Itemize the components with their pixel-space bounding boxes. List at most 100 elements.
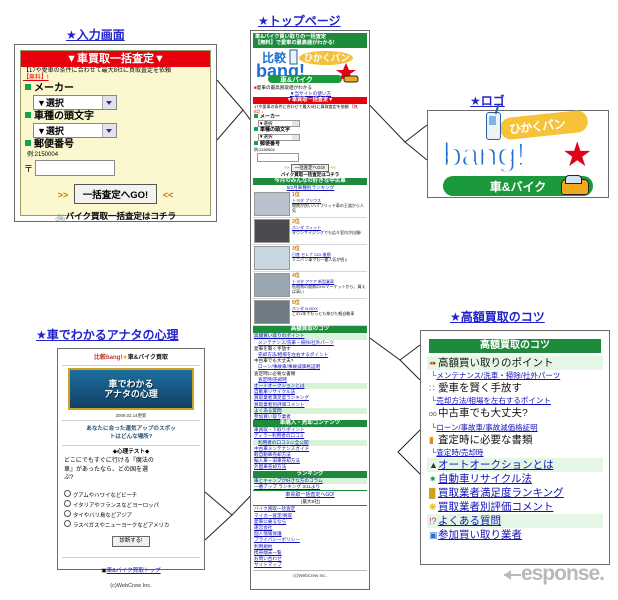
logo-image: ひかくバン 比較 bang! 車&バイク <box>256 49 359 84</box>
list-item[interactable]: お問い合わせ <box>254 555 282 561</box>
mobile-cta-button[interactable]: 車買取一括査定へGO! <box>253 491 367 500</box>
tips-subitem[interactable]: └メンテナンス/洗車・掃除/社外パーツ <box>431 371 561 380</box>
list-item[interactable]: 査定時に必要な書類 <box>254 370 296 376</box>
maker-select[interactable]: ▼選択 <box>33 95 117 110</box>
psych-option[interactable]: イタリアやフランスなどヨーロッパ <box>62 499 200 510</box>
list-item[interactable]: マイカー査定/買取 <box>254 512 293 518</box>
list-item[interactable]: 携帯端末一覧 <box>254 549 282 555</box>
psych-option[interactable]: タイやバリ島などアジア <box>62 509 200 520</box>
mobile-model-select[interactable]: ▼選択 <box>258 133 300 141</box>
tips-subitem[interactable]: └査定時/売却時 <box>431 448 484 457</box>
tips-item[interactable]: ▣参加買い取り業者 <box>429 529 522 541</box>
arrow-left-decor: << <box>162 190 174 200</box>
rank-title[interactable]: ホンダ N-BOX <box>292 306 318 312</box>
tips-item[interactable]: !?よくある質問 <box>427 514 603 528</box>
tips-item[interactable]: ∷愛車を賢く手放す <box>429 382 522 394</box>
list-item[interactable]: 査定時/売却時 <box>258 376 287 382</box>
rank-number: 5位 <box>292 300 300 307</box>
green-square-icon <box>25 140 31 146</box>
logo-bubble-text: ひかくバン <box>508 116 566 137</box>
list-item[interactable]: ローン/事故車/事故減価格証明 <box>258 364 321 370</box>
list-item[interactable]: 高額買い取りのポイント <box>253 333 367 340</box>
tips-subitem[interactable]: └ローン/事故車/事故減価格証明 <box>431 423 538 432</box>
tips-item[interactable]: ▲オートオークションとは <box>427 458 603 472</box>
psych-banner-line2: アナタの心理 <box>104 389 158 399</box>
mobile-ranking2-list: 車とキャンプが好きな方のコラム 一番アップ ランキング 3/11より <box>253 477 367 490</box>
list-item[interactable]: 4位 トヨタ アクア 新型乗車 低燃費の燃費のHVマーケットから、買えば高い <box>253 272 367 300</box>
mobile-howto-link[interactable]: ▼当サイトの使い方 <box>289 91 332 97</box>
list-item[interactable]: 買取業者満足度ランキング <box>254 395 309 401</box>
tips-item[interactable]: ▮査定時に必要な書類 <box>429 434 533 446</box>
model-select[interactable]: ▼選択 <box>33 123 117 138</box>
tips-item[interactable]: ❋買取業者別評価コメント <box>429 501 554 513</box>
list-item[interactable]: 参加買い取り業者 <box>254 414 291 420</box>
car-thumbnail <box>254 273 290 298</box>
mobile-maker-select[interactable]: ▼選択 <box>258 120 300 128</box>
list-item[interactable]: 個人情報保護 <box>254 531 282 537</box>
list-item[interactable]: サイトマップ <box>254 562 282 568</box>
bike-link[interactable]: 🚲バイク買取一括査定はコチラ <box>55 211 176 221</box>
psych-option[interactable]: ラスベガスやニューヨークなどアメリカ <box>62 519 200 530</box>
rank-title[interactable]: ホンダ フィット <box>292 225 322 231</box>
list-item[interactable]: 一番アップ ランキング 3/11より <box>254 483 321 489</box>
psych-options: グアムやハワイなどビーチ イタリアやフランスなどヨーロッパ タイやバリ島などアジ… <box>62 489 200 530</box>
list-item[interactable]: 売却方法/相場を左右するポイント <box>258 352 329 358</box>
psych-top-link[interactable]: ▣車&バイク買取トップ <box>101 567 161 574</box>
submit-button[interactable]: 一括査定へGO! <box>73 184 158 204</box>
list-item[interactable]: 1位 トヨタ プリウス 燃費が良いハイブリッド車の王道から人気 <box>253 191 367 219</box>
rank-title[interactable]: トヨタ アクア 新型乗車 <box>292 279 335 285</box>
list-item[interactable]: バイク買取一括査定 <box>254 506 296 512</box>
list-item[interactable]: 利用者の口コミに全公開 <box>253 439 367 446</box>
list-item[interactable]: 車買取・下取りポイント <box>254 427 305 433</box>
rank-title[interactable]: 日産 セレナ 2ZX 後期 <box>292 252 331 258</box>
tips-item[interactable]: ✷自動車リサイクル法 <box>429 473 532 485</box>
tips-item[interactable]: █買取業者満足度ランキング <box>429 487 564 499</box>
corner-icon: └ <box>431 423 437 432</box>
list-item[interactable]: 買取業者別評価コメント <box>254 401 305 407</box>
car-thumbnail <box>254 219 290 244</box>
list-item[interactable]: メンテナンス/洗車・掃除/社外パーツ <box>258 339 334 345</box>
zip-example: 例:2150004 <box>27 152 59 158</box>
list-item[interactable]: 中古車でも大丈夫? <box>254 358 294 364</box>
list-item[interactable]: 外国車売却方法 <box>254 464 287 470</box>
list-item[interactable]: プライバシーポリシー <box>254 537 300 543</box>
radio-icon[interactable] <box>64 509 71 517</box>
mobile-sub-line: ■愛車の最高買取値がわかる <box>254 84 312 90</box>
list-item[interactable]: 愛車を賢く手放す <box>254 345 291 351</box>
list-item[interactable]: 利用規約 <box>254 543 273 549</box>
zip-input[interactable] <box>35 160 116 176</box>
list-item[interactable]: 愛車に乗るなら <box>254 518 287 524</box>
list-item[interactable]: 運営会社 <box>254 524 273 530</box>
list-item[interactable]: 5位 ホンダ N-BOX この1年でもっとも伸びた軽自動車 <box>253 299 367 327</box>
rank-title[interactable]: トヨタ プリウス <box>292 198 322 204</box>
corner-icon: └ <box>431 448 437 457</box>
list-item[interactable]: 自動車リサイクル法 <box>254 389 296 395</box>
list-item[interactable]: ディラー利用者の口コミ <box>254 433 305 439</box>
list-item[interactable]: 2位 ホンダ フィット ダウンサイジングでも広々室内が自慢! <box>253 218 367 246</box>
tips-item[interactable]: oo中古車でも大丈夫? <box>427 406 603 422</box>
rank-desc: 低燃費の燃費のHVマーケットから、買えば高い <box>292 284 366 295</box>
mobile-bike-link[interactable]: バイク買取一括査定はコチラ <box>280 172 340 178</box>
list-item[interactable]: オートオークションとは <box>253 383 367 390</box>
green-square-icon <box>254 140 258 145</box>
svg-text:比較: 比較 <box>262 50 287 65</box>
red-star-icon: ★ <box>562 136 593 174</box>
mobile-logo: ひかくバン 比較 bang! 車&バイク <box>253 47 367 85</box>
radio-icon[interactable] <box>64 499 71 507</box>
list-item[interactable]: 中古車メンテナンスガイド <box>254 445 310 451</box>
tips-subitem[interactable]: └売却方法/相場を左右するポイント <box>431 396 551 405</box>
tips-item[interactable]: ➠高額買い取りのポイント <box>427 356 603 370</box>
psych-submit-button[interactable]: 診断する! <box>112 535 150 547</box>
radio-icon[interactable] <box>64 489 71 497</box>
maker-select-value: ▼選択 <box>37 98 64 108</box>
list-item[interactable]: 3位 日産 セレナ 2ZX 後期 ミニバン車でも一番人気が続く <box>253 245 367 273</box>
list-item[interactable]: 輸入車・旧車売却方法 <box>254 458 300 464</box>
psych-option[interactable]: グアムやハワイなどビーチ <box>62 489 200 500</box>
mobile-zip-input[interactable] <box>257 153 299 163</box>
list-item[interactable]: 軽自動車売却方法 <box>254 452 291 458</box>
radio-icon[interactable] <box>64 519 71 527</box>
list-item[interactable]: 車とキャンプが好きな方のコラム <box>253 477 367 484</box>
mobile-ranking-sub[interactable]: 5/2月車種別ランキング <box>286 185 335 191</box>
green-square-icon <box>254 113 258 118</box>
list-item[interactable]: よくある質問 <box>253 407 367 415</box>
